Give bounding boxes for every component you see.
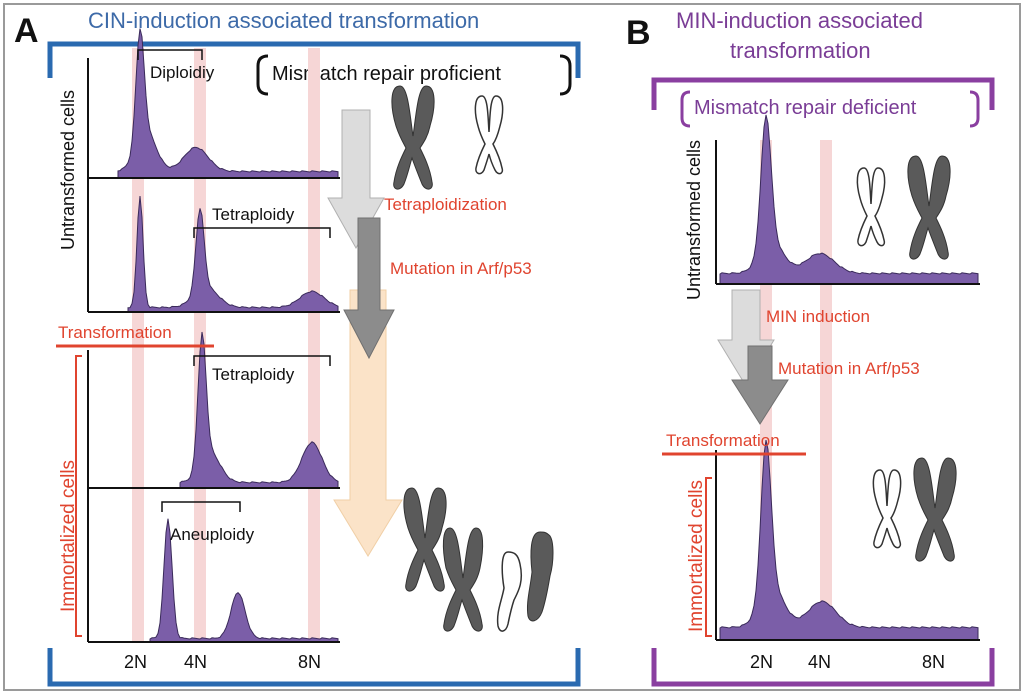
panel-b-tick-4n: 4N <box>808 652 831 672</box>
panel-b-mutation-label: Mutation in Arf/p53 <box>778 359 920 378</box>
panel-b-tick-2n: 2N <box>750 652 773 672</box>
histogram-silhouette <box>719 439 979 641</box>
aneuploidy-bracket <box>161 501 241 512</box>
panel-a-untransformed-label: Untransformed cells <box>58 90 78 250</box>
panel-a-tick-2n: 2N <box>124 652 147 672</box>
chromosome-icon <box>527 531 554 622</box>
panel-b: B MIN-induction associated transformatio… <box>626 8 995 687</box>
mutation-arrow-a <box>343 217 395 360</box>
min-induction-label: MIN induction <box>766 307 870 326</box>
chromosome-icon <box>442 527 484 632</box>
panel-b-title-line2: transformation <box>730 38 871 63</box>
histogram-b-untransformed <box>719 114 979 285</box>
diploidy-bracket <box>137 49 203 60</box>
panel-b-untransformed-label: Untransformed cells <box>684 140 704 300</box>
chromosome-icon <box>474 95 504 175</box>
mutation-arrow-b <box>731 345 789 425</box>
mmr-bracket-right <box>559 54 572 96</box>
panel-b-top-bracket <box>651 77 995 110</box>
chromosome-icon <box>403 487 447 592</box>
mmr-bracket-left <box>256 54 269 96</box>
panel-a-immortalized-label: Immortalized cells <box>58 460 79 612</box>
panel-a-title: CIN-induction associated transformation <box>88 8 479 33</box>
panel-b-tick-8n: 8N <box>922 652 945 672</box>
guide-band-8n <box>308 48 320 642</box>
panel-a-letter: A <box>14 12 39 50</box>
panel-a-transformation-label: Transformation <box>58 323 172 342</box>
histogram-silhouette <box>179 331 339 489</box>
mmr-d-bracket-left <box>680 90 691 128</box>
histogram-silhouette <box>719 114 979 285</box>
tetraploidy-bracket-1 <box>193 227 331 238</box>
panel-b-transformation-label: Transformation <box>666 431 780 450</box>
panel-a-bottom-bracket <box>47 648 581 687</box>
panel-a-tick-4n: 4N <box>184 652 207 672</box>
histogram-b-immortalized <box>719 439 979 641</box>
chromosome-icon <box>856 167 886 247</box>
tetraploidization-label: Tetraploidization <box>384 195 507 214</box>
histogram-silhouette <box>149 518 339 643</box>
b-immortalized-red-bracket <box>705 477 712 637</box>
histogram-aneuploid <box>149 518 339 643</box>
histogram-diploid <box>117 28 339 179</box>
mmr-d-bracket-right <box>969 90 980 128</box>
panel-a: A CIN-induction associated transformatio… <box>14 8 581 687</box>
histogram-tetraploid-immortalized <box>179 331 339 489</box>
panel-b-immortalized-label: Immortalized cells <box>686 480 707 632</box>
immortalized-red-bracket <box>75 355 82 637</box>
chromosome-icon <box>496 551 523 632</box>
chromosome-icon <box>872 469 902 549</box>
diploidy-label: Diploidiy <box>150 63 215 82</box>
panel-a-tick-8n: 8N <box>298 652 321 672</box>
panel-b-mmr-label: Mismatch repair deficient <box>694 97 917 119</box>
b-guide-band-4n <box>820 140 832 640</box>
histogram-silhouette <box>127 195 339 313</box>
aneuploidy-label: Aneuploidy <box>170 525 255 544</box>
panel-a-top-bracket <box>47 41 581 78</box>
histogram-silhouette <box>117 28 339 179</box>
chromosome-icon <box>913 457 957 562</box>
tetraploidy-label-2: Tetraploidy <box>212 365 295 384</box>
histogram-tetraploid-untransformed <box>127 195 339 313</box>
chromosome-icon <box>391 85 435 190</box>
chromosome-icon <box>907 155 951 260</box>
figure-frame <box>3 3 1021 691</box>
panel-b-bottom-bracket <box>651 648 995 687</box>
panel-b-letter: B <box>626 14 651 52</box>
panel-a-mmr-label: Mismatch repair proficient <box>272 63 501 85</box>
tetraploidy-bracket-2 <box>193 355 331 366</box>
panel-a-mutation-label: Mutation in Arf/p53 <box>390 259 532 278</box>
panel-b-title-line1: MIN-induction associated <box>676 8 923 33</box>
tetraploidy-label-1: Tetraploidy <box>212 205 295 224</box>
